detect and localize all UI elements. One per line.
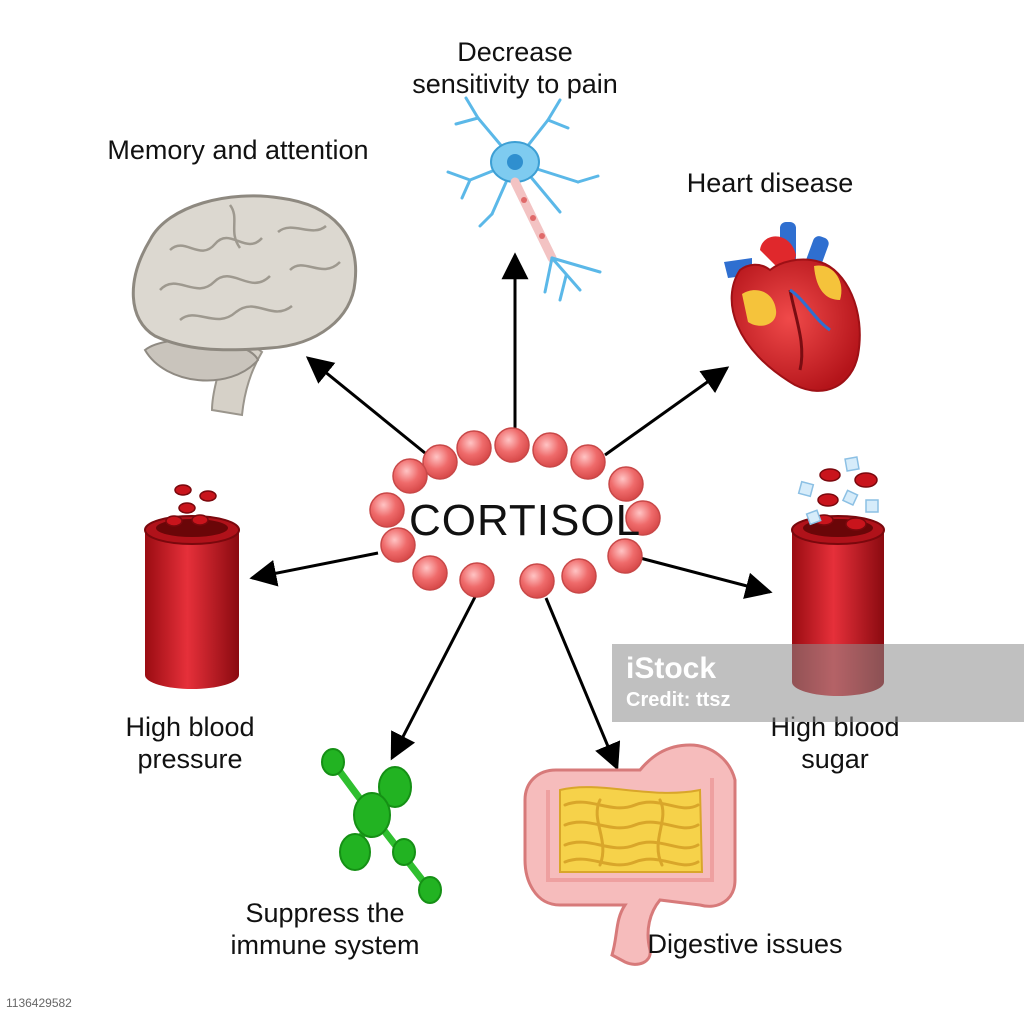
- cortisol-molecule: [392, 458, 428, 494]
- antibody-icon: [321, 748, 442, 904]
- label-sugar-line2: sugar: [801, 744, 869, 774]
- cortisol-molecule: [380, 527, 416, 563]
- intestines-icon: [523, 743, 737, 966]
- arrow-icon: [639, 556, 773, 599]
- stock-id: 1136429582: [6, 996, 72, 1010]
- label-digestive-issues: Digestive issues: [630, 928, 860, 960]
- blood-vessel-icon: [144, 484, 240, 689]
- cortisol-molecule: [459, 562, 495, 598]
- arrow-icon: [544, 597, 621, 771]
- label-digestive-line: Digestive issues: [647, 929, 843, 959]
- label-heart-line: Heart disease: [686, 168, 854, 198]
- cortisol-molecule-ring: [369, 427, 661, 599]
- label-pressure-line1: High blood: [125, 712, 255, 742]
- label-memory-line: Memory and attention: [107, 135, 369, 165]
- label-suppress-immune: Suppress the immune system: [215, 897, 435, 961]
- arrow-icon: [249, 551, 379, 587]
- label-high-blood-pressure: High blood pressure: [100, 711, 280, 775]
- cortisol-molecule: [412, 555, 448, 591]
- cortisol-molecule: [519, 563, 555, 599]
- cortisol-molecule: [369, 492, 405, 528]
- cortisol-molecule: [561, 558, 597, 594]
- watermark-credit: Credit: ttsz: [626, 689, 731, 711]
- cortisol-label: CORTISOL: [408, 496, 642, 545]
- cortisol-molecule: [570, 444, 606, 480]
- label-pain-line2: sensitivity to pain: [412, 69, 618, 99]
- arrow-icon: [390, 596, 477, 761]
- cortisol-molecule: [494, 427, 530, 463]
- neuron-icon: [446, 96, 602, 302]
- label-immune-line2: immune system: [230, 930, 420, 960]
- label-immune-line1: Suppress the: [245, 898, 405, 928]
- cortisol-molecule: [532, 432, 568, 468]
- cortisol-molecule: [456, 430, 492, 466]
- label-heart-disease: Heart disease: [665, 167, 875, 199]
- watermark-banner: iStock Credit: ttsz: [612, 644, 1024, 722]
- cortisol-molecule: [422, 444, 458, 480]
- label-pain-sensitivity: Decrease sensitivity to pain: [390, 36, 640, 100]
- arrow-icon: [305, 356, 426, 455]
- cortisol-molecule: [608, 466, 644, 502]
- label-memory-attention: Memory and attention: [98, 134, 378, 166]
- arrows: [249, 252, 773, 771]
- arrow-icon: [604, 366, 730, 457]
- cortisol-molecule: [607, 538, 643, 574]
- cortisol-molecule: [625, 500, 661, 536]
- label-pain-line1: Decrease: [457, 37, 573, 67]
- watermark-brand: iStock: [626, 652, 717, 685]
- brain-icon: [131, 194, 358, 417]
- heart-icon: [724, 222, 861, 392]
- label-pressure-line2: pressure: [137, 744, 243, 774]
